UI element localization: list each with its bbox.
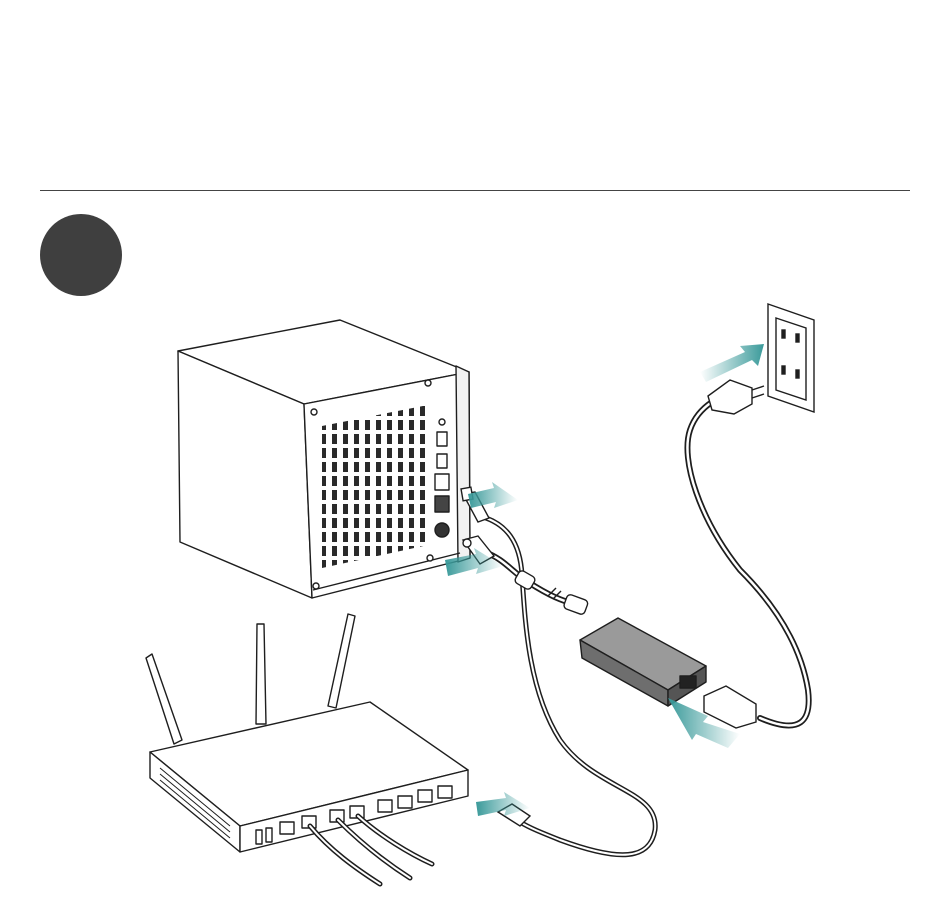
usb-port-icon	[266, 828, 272, 842]
wireless-router	[146, 614, 468, 852]
direction-arrows	[445, 344, 764, 816]
outlet-slot-icon	[796, 334, 799, 342]
screw-icon	[311, 409, 317, 415]
lan-port-icon	[378, 800, 392, 812]
usb-port-icon	[437, 454, 447, 468]
wan-port-icon	[280, 822, 294, 834]
ac-plug-wall	[708, 380, 764, 414]
usb-port-icon	[437, 432, 447, 446]
cables	[485, 402, 809, 855]
usb-port-icon	[256, 830, 262, 844]
arrow-to-nas-ethernet	[468, 482, 518, 508]
outlet-slot-icon	[782, 366, 785, 374]
lan-port-icon	[398, 796, 412, 808]
screw-icon	[427, 555, 433, 561]
ethernet-port-icon	[435, 496, 449, 512]
power-adapter	[580, 618, 706, 706]
arrow-to-outlet	[700, 344, 764, 382]
lan-port-icon	[418, 790, 432, 802]
lan-port-icon	[438, 786, 452, 798]
nas-enclosure	[178, 320, 470, 598]
outlet-slot-icon	[782, 330, 785, 338]
antenna-icon	[328, 614, 355, 708]
vent-grille	[322, 405, 428, 568]
ac-inlet-icon	[680, 676, 696, 688]
antenna-icon	[146, 654, 182, 744]
antenna-icon	[256, 624, 266, 724]
outlet-slot-icon	[796, 370, 799, 378]
ferrite-bead-icon	[563, 594, 589, 616]
dc-in-port-icon	[435, 523, 449, 537]
ethernet-port-icon	[435, 474, 449, 490]
screw-icon	[313, 583, 319, 589]
power-button-icon	[439, 419, 445, 425]
ac-plug-adapter	[704, 686, 756, 728]
wall-outlet	[768, 304, 814, 412]
screw-icon	[425, 380, 431, 386]
